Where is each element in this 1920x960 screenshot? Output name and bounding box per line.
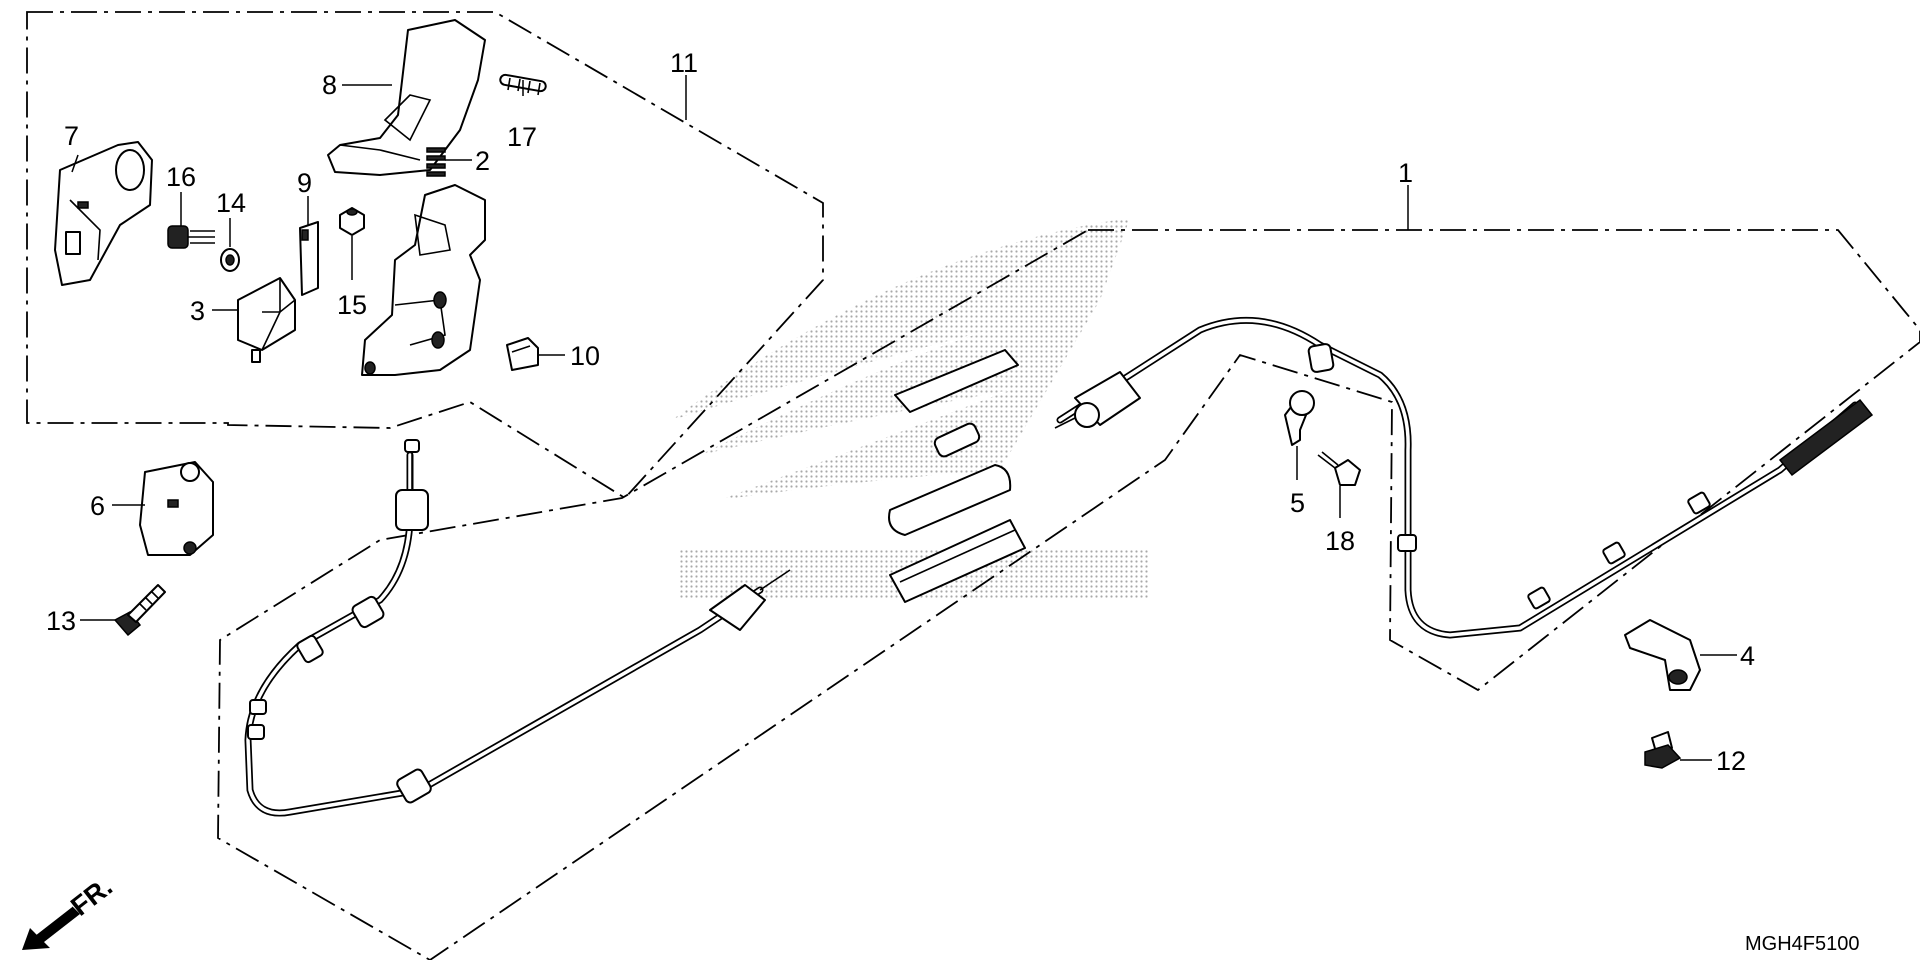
callout-10: 10 xyxy=(570,341,600,371)
part-14-washer[interactable] xyxy=(220,248,240,272)
callout-labels: 8 2 17 11 1 7 16 14 9 15 3 10 6 13 5 18 … xyxy=(46,48,1755,776)
group-outline-11 xyxy=(26,11,824,500)
part-18-bolt[interactable] xyxy=(1317,451,1361,486)
part-7-cover[interactable] xyxy=(54,141,153,286)
lever-housing[interactable] xyxy=(361,184,486,376)
callout-17: 17 xyxy=(507,122,537,152)
part-5-clamp[interactable] xyxy=(1284,390,1315,446)
callout-14: 14 xyxy=(216,188,246,218)
callout-7: 7 xyxy=(64,121,79,151)
part-3-switch[interactable] xyxy=(237,277,296,363)
callout-9: 9 xyxy=(297,168,312,198)
part-15-nut[interactable] xyxy=(339,207,365,236)
callout-4: 4 xyxy=(1740,641,1755,671)
part-6-bracket[interactable] xyxy=(139,461,214,556)
part-4-bracket[interactable] xyxy=(1624,619,1701,691)
cable-left[interactable] xyxy=(244,439,791,817)
cable-right[interactable] xyxy=(1054,316,1874,639)
callout-2: 2 xyxy=(475,146,490,176)
front-arrow-icon xyxy=(22,905,80,950)
callout-13: 13 xyxy=(46,606,76,636)
cable-sleeve-set[interactable] xyxy=(888,349,1026,603)
part-9-spring-plate[interactable] xyxy=(299,221,319,296)
callout-5: 5 xyxy=(1290,488,1305,518)
callout-6: 6 xyxy=(90,491,105,521)
leader-lines xyxy=(71,75,1737,761)
callout-8: 8 xyxy=(322,70,337,100)
group-outline-1 xyxy=(217,229,1920,960)
callout-12: 12 xyxy=(1716,746,1746,776)
callout-11: 11 xyxy=(670,48,698,78)
callout-16: 16 xyxy=(166,162,196,192)
callout-18: 18 xyxy=(1325,526,1355,556)
part-16-screw[interactable] xyxy=(167,225,215,249)
callout-3: 3 xyxy=(190,296,205,326)
part-10-clip[interactable] xyxy=(506,337,539,371)
callout-1: 1 xyxy=(1398,158,1413,188)
diagram-code: MGH4F5100 xyxy=(1745,933,1860,955)
part-12-bolt[interactable] xyxy=(1644,731,1682,769)
part-8-lever-knob[interactable] xyxy=(327,19,486,176)
part-13-bolt[interactable] xyxy=(113,584,166,637)
callout-15: 15 xyxy=(337,290,367,320)
